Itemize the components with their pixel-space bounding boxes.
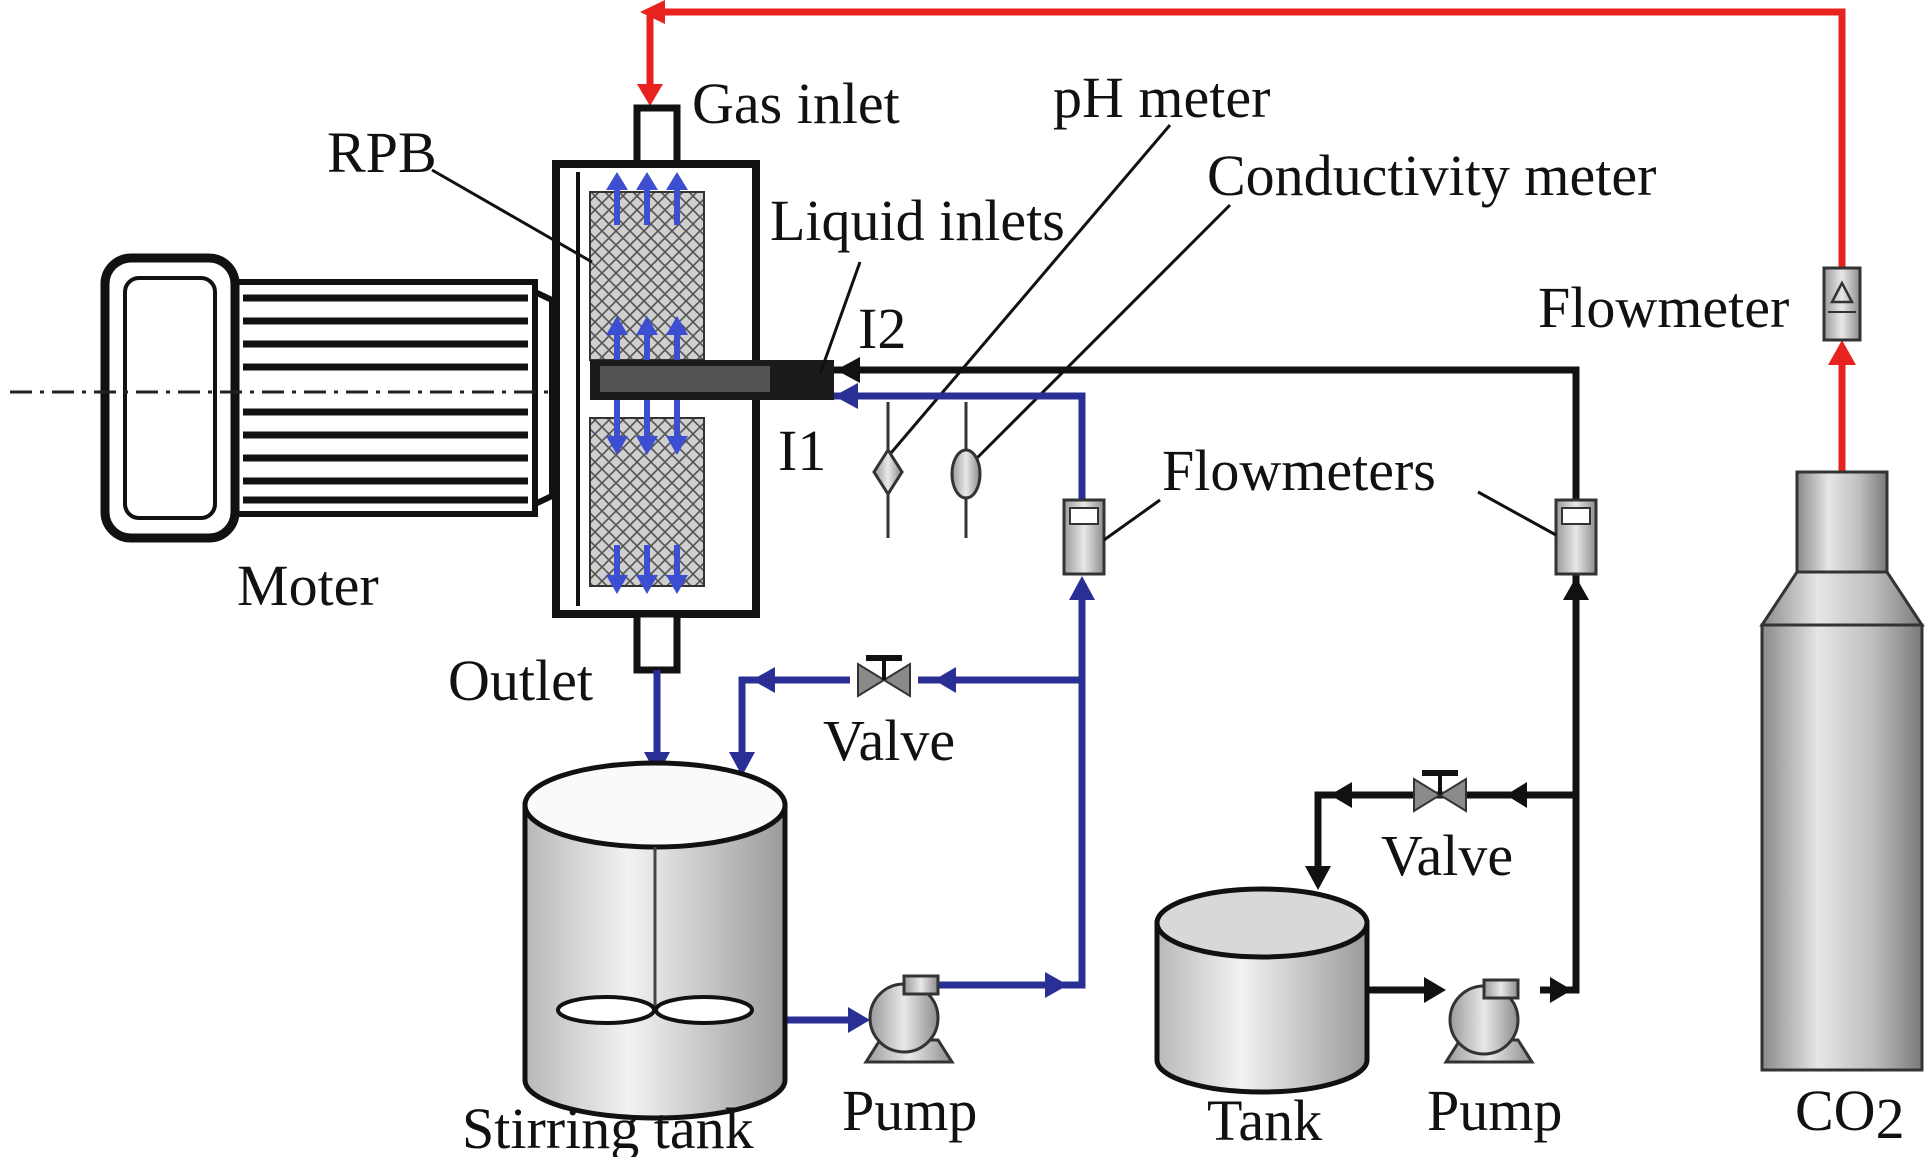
valve-left-label: Valve [823, 708, 955, 773]
blue-pump-in-arrow [848, 1007, 870, 1033]
pump-right [1443, 978, 1535, 1064]
blue-return-arrow [729, 752, 755, 776]
flowmeter-arrow-up [1828, 340, 1856, 365]
blue-pump-out-arrow [1045, 972, 1068, 998]
co2-label: CO2 [1795, 1078, 1905, 1151]
ph-meter-label: pH meter [1053, 65, 1270, 130]
i1-label: I1 [778, 418, 826, 483]
i1-arrow [834, 383, 858, 409]
black-pump-in-arrow [1424, 977, 1446, 1003]
black-up-arrow [1563, 577, 1589, 600]
rpb-housing [552, 104, 834, 674]
ph-meter-leader-line [883, 124, 1172, 461]
gas-flowmeter [1822, 266, 1862, 342]
flowmeters-leader-right [1477, 490, 1557, 537]
black-left-arrow [1330, 782, 1352, 808]
rpb-leader-line [431, 168, 593, 264]
rpb-flow-arrows [606, 172, 688, 594]
motor [100, 253, 555, 543]
conductivity-meter-label: Conductivity meter [1207, 143, 1656, 208]
blue-left-arrow [752, 667, 775, 693]
stirring-tank-label: Stirring tank [462, 1096, 754, 1157]
blue-line-flowmeter [1062, 498, 1106, 576]
pump-right-label: Pump [1427, 1078, 1562, 1143]
gas-inlet-label: Gas inlet [692, 71, 900, 136]
blue-up-arrow [1069, 576, 1095, 600]
black-valve-arrow [1506, 782, 1527, 808]
motor-label: Moter [237, 553, 379, 618]
i2-label: I2 [858, 296, 906, 361]
flowmeter-label: Flowmeter [1538, 275, 1789, 340]
liquid-distributor [590, 360, 834, 400]
conductivity-meter-probe [950, 402, 982, 538]
tank [1154, 886, 1370, 1095]
rpb-label: RPB [327, 120, 437, 185]
valve-blue-line [857, 655, 911, 698]
conductivity-meter-leader-line [968, 203, 1232, 467]
pump-left [863, 974, 955, 1064]
tank-label: Tank [1207, 1088, 1322, 1153]
co2-line-arrow-left [640, 0, 665, 24]
liquid-inlets-label: Liquid inlets [770, 188, 1065, 253]
black-tank-arrow [1305, 866, 1331, 890]
flowmeters-label: Flowmeters [1162, 438, 1436, 503]
i2-arrow [836, 357, 860, 383]
valve-right-label: Valve [1381, 823, 1513, 888]
co2-cylinder [1759, 470, 1925, 1072]
outlet-label: Outlet [448, 648, 593, 713]
ph-meter-probe [872, 402, 904, 538]
co2-gas-line [646, 8, 1846, 472]
valve-black-line [1413, 770, 1467, 813]
gas-inlet-arrow-down [637, 84, 663, 106]
flowmeters-leader-left [1103, 498, 1161, 542]
stirring-tank [522, 760, 788, 1121]
pump-left-label: Pump [842, 1078, 977, 1143]
liquid-inlets-leader-line [818, 261, 862, 375]
black-line-flowmeter [1554, 498, 1598, 576]
blue-valve-arrow [934, 667, 956, 693]
black-pump-out-arrow [1550, 977, 1572, 1003]
